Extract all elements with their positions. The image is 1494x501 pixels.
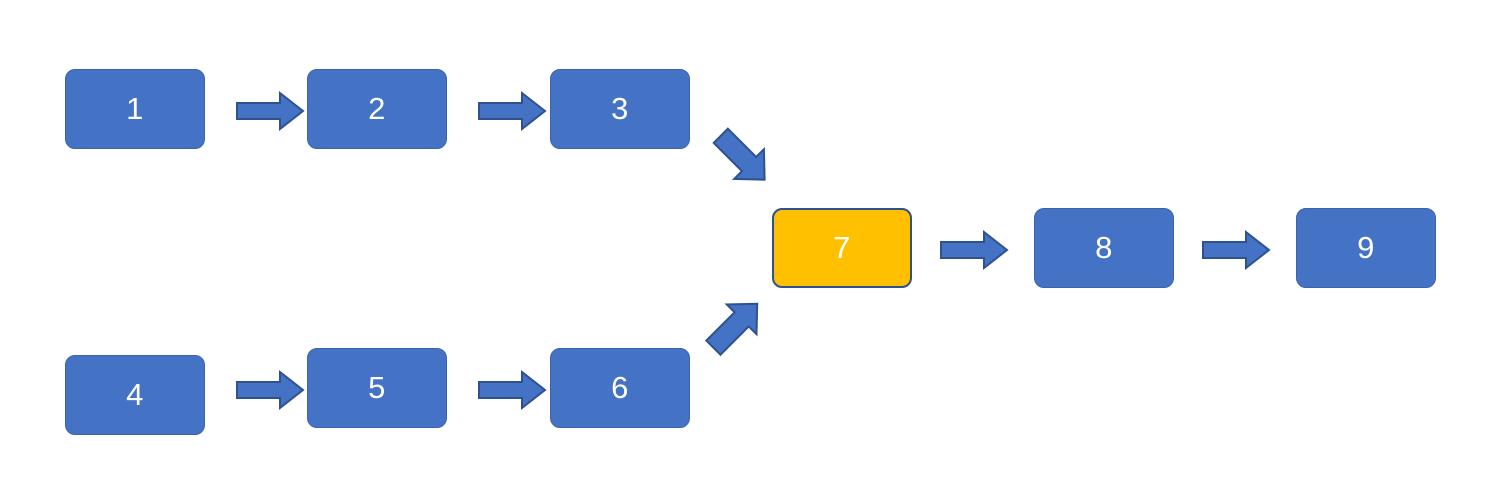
arrow-icon-node8-to-node9 — [1202, 229, 1271, 271]
flow-node-3[interactable]: 3 — [550, 69, 690, 149]
flow-node-9-label: 9 — [1357, 229, 1375, 265]
flow-node-4[interactable]: 4 — [65, 355, 205, 435]
flow-node-6-label: 6 — [611, 369, 629, 405]
flow-node-5-label: 5 — [368, 369, 386, 405]
flow-node-9[interactable]: 9 — [1296, 208, 1436, 288]
arrow-icon-node5-to-node6 — [478, 369, 547, 411]
flow-node-7-label: 7 — [833, 229, 851, 265]
arrow-icon-node7-to-node8 — [940, 229, 1009, 271]
arrow-icon-node3-to-node7 — [706, 124, 778, 190]
flow-node-8[interactable]: 8 — [1034, 208, 1174, 288]
arrow-icon-node1-to-node2 — [236, 90, 305, 132]
arrow-icon-node2-to-node3 — [478, 90, 547, 132]
flow-node-6[interactable]: 6 — [550, 348, 690, 428]
flow-node-1-label: 1 — [126, 90, 144, 126]
flow-node-7-highlighted[interactable]: 7 — [772, 208, 912, 288]
flow-node-8-label: 8 — [1095, 229, 1113, 265]
flow-node-5[interactable]: 5 — [307, 348, 447, 428]
arrow-icon-node4-to-node5 — [236, 369, 305, 411]
flow-node-4-label: 4 — [126, 376, 144, 412]
flow-node-2-label: 2 — [368, 90, 386, 126]
flow-node-1[interactable]: 1 — [65, 69, 205, 149]
arrow-icon-node6-to-node7 — [700, 292, 772, 358]
flow-node-2[interactable]: 2 — [307, 69, 447, 149]
flow-node-3-label: 3 — [611, 90, 629, 126]
